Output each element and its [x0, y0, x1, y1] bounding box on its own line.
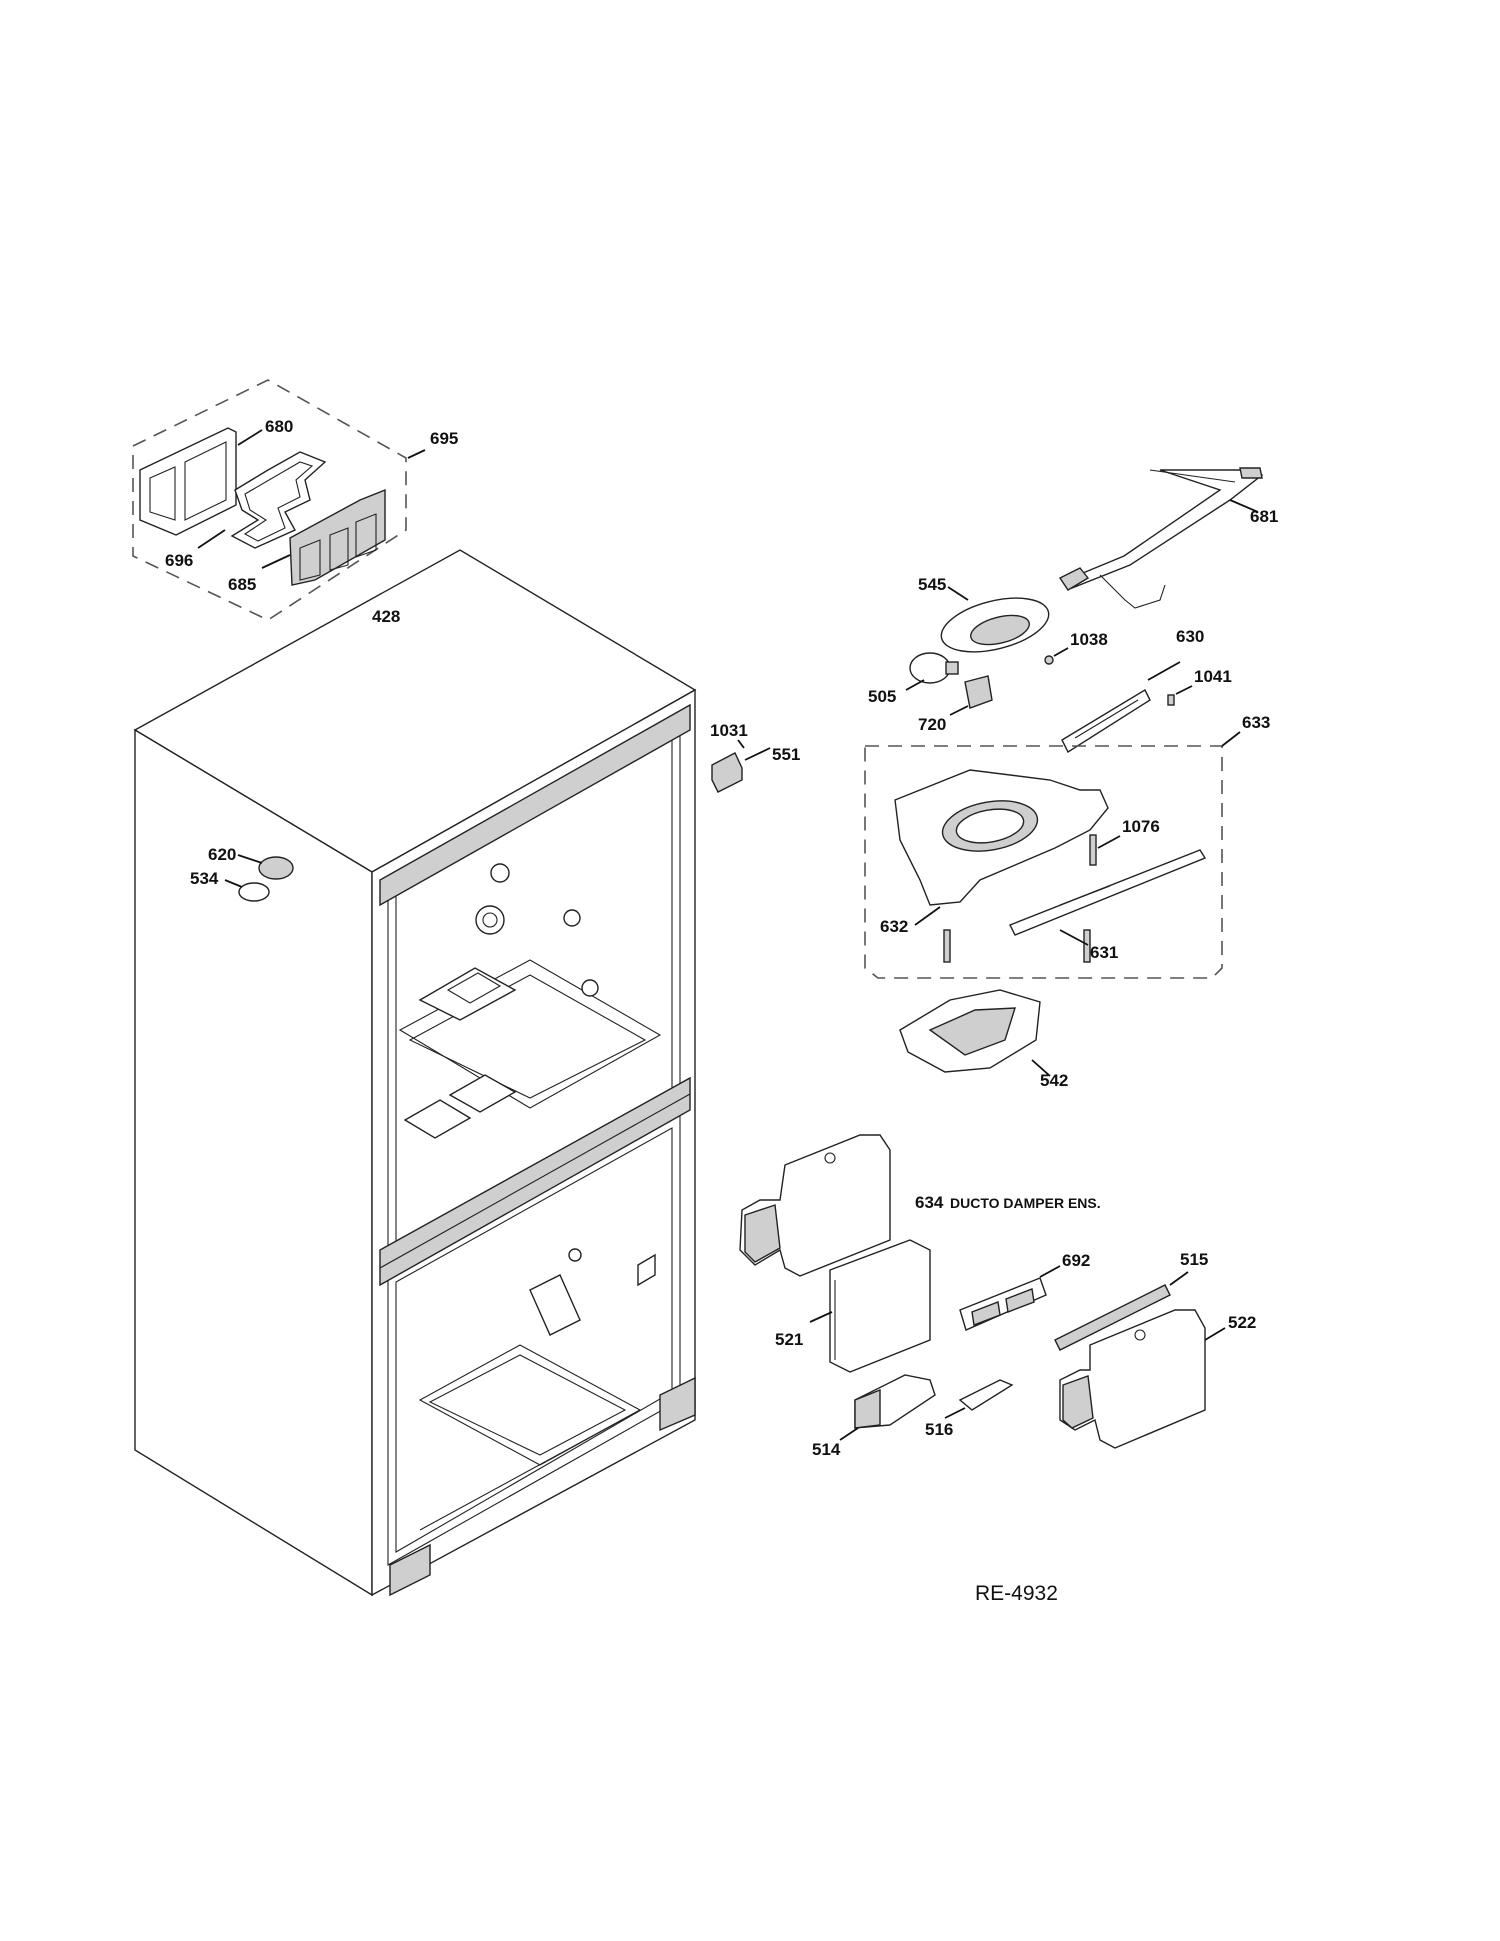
label-551: 551	[772, 745, 800, 764]
label-620: 620	[208, 845, 236, 864]
label-516: 516	[925, 1420, 953, 1439]
part-515-rod	[1054, 1284, 1171, 1351]
label-522: 522	[1228, 1313, 1256, 1332]
label-696: 696	[165, 551, 193, 570]
part-551-switch	[711, 752, 743, 793]
harness-681	[1058, 467, 1264, 609]
assembly-633-group	[864, 731, 1241, 979]
part-521-duct	[829, 1239, 931, 1373]
part-505-bulb	[909, 652, 951, 684]
part-680-gasket	[230, 451, 327, 549]
damper-634-parts	[739, 1134, 1226, 1449]
callout-labels: 680 695 696 685 428 681 545 1038 630 505…	[165, 417, 1278, 1605]
label-634-description: DUCTO DAMPER ENS.	[950, 1195, 1101, 1211]
label-428: 428	[372, 607, 400, 626]
part-542-tray	[899, 989, 1051, 1077]
label-515: 515	[1180, 1250, 1208, 1269]
label-1076: 1076	[1122, 817, 1160, 836]
label-514: 514	[812, 1440, 841, 1459]
part-631-strip	[1009, 849, 1207, 936]
part-720-socket	[964, 675, 993, 709]
part-522-duct	[1059, 1309, 1206, 1449]
label-630: 630	[1176, 627, 1204, 646]
label-631: 631	[1090, 943, 1118, 962]
label-505: 505	[868, 687, 896, 706]
label-1031: 1031	[710, 721, 748, 740]
label-692: 692	[1062, 1251, 1090, 1270]
label-633: 633	[1242, 713, 1270, 732]
light-assembly-parts	[905, 586, 1193, 754]
label-632: 632	[880, 917, 908, 936]
reference-number: RE-4932	[975, 1582, 1058, 1605]
part-630-bracket	[1061, 689, 1151, 754]
label-1041: 1041	[1194, 667, 1232, 686]
label-685: 685	[228, 575, 256, 594]
part-534-plate	[238, 882, 270, 902]
label-1038: 1038	[1070, 630, 1108, 649]
label-521: 521	[775, 1330, 803, 1349]
part-620-knob	[258, 856, 294, 880]
part-696-frame	[139, 427, 237, 536]
label-542: 542	[1040, 1071, 1068, 1090]
label-545: 545	[918, 575, 946, 594]
label-534: 534	[190, 869, 219, 888]
part-685-cover	[289, 488, 386, 586]
kit-695-group	[132, 379, 426, 637]
cabinet-front-frame	[371, 688, 696, 1597]
label-720: 720	[918, 715, 946, 734]
label-695: 695	[430, 429, 458, 448]
refrigerator-cabinet	[133, 549, 771, 1597]
label-634: 634	[915, 1193, 944, 1212]
part-516	[958, 1379, 1014, 1411]
label-680: 680	[265, 417, 293, 436]
label-681: 681	[1250, 507, 1278, 526]
